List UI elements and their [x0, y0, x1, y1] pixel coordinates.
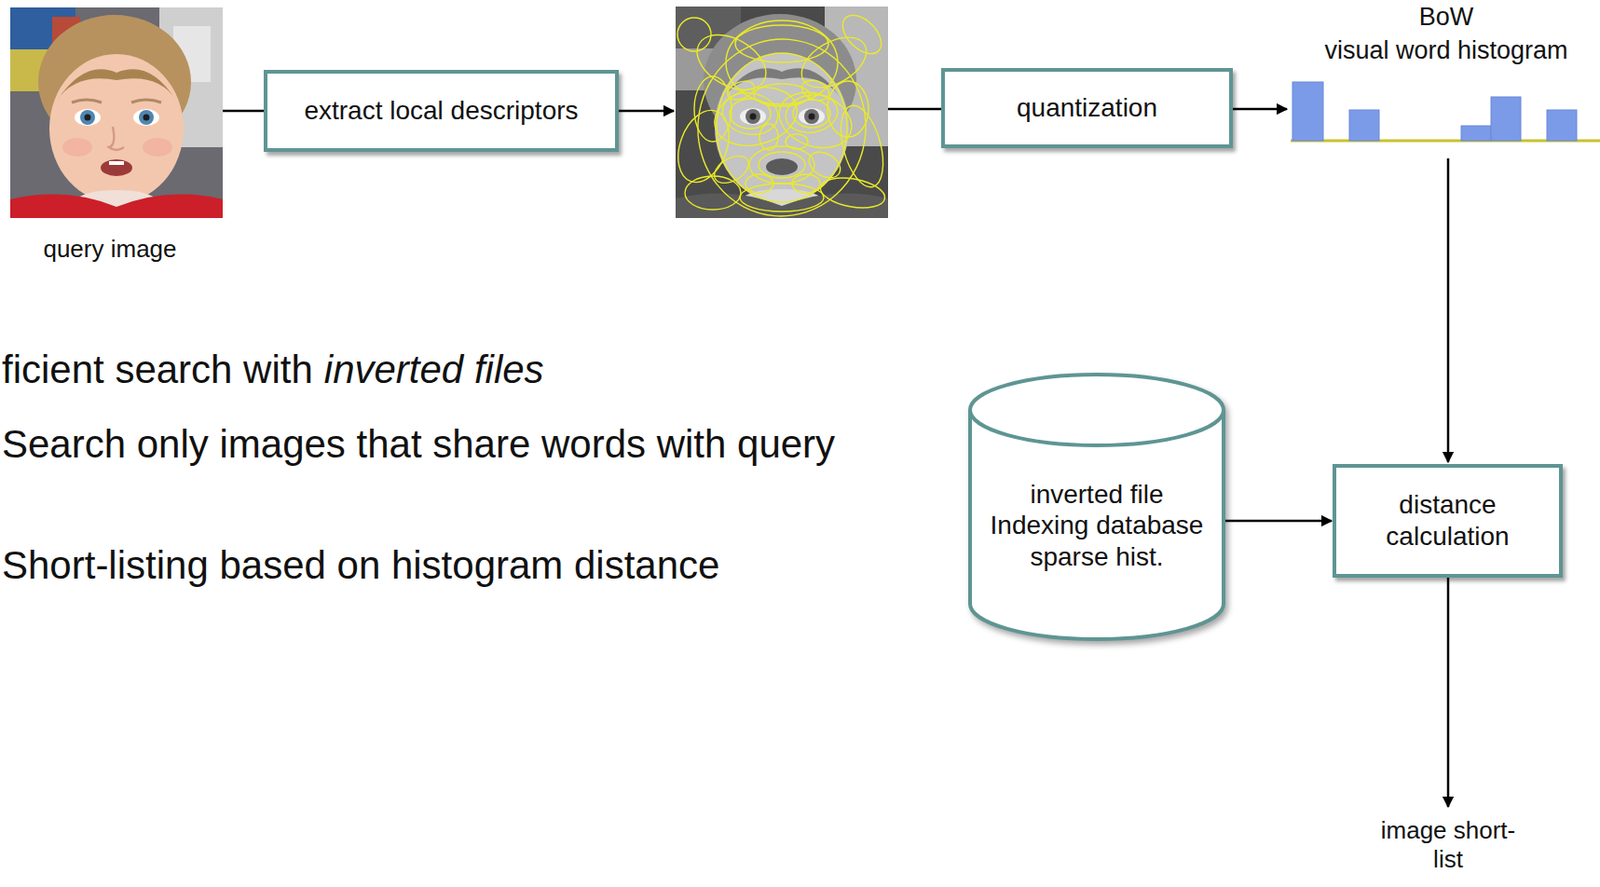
process-box: extract local descriptors	[263, 69, 619, 152]
slide-heading-emphasis: inverted files	[324, 344, 545, 397]
connector-arrow	[1225, 519, 1332, 523]
histogram-title: visual word histogram	[1292, 35, 1600, 66]
image-caption: query image	[16, 234, 204, 264]
flow-arrow	[1232, 108, 1287, 111]
query-photo	[10, 7, 223, 219]
node-text: extract local descriptors	[303, 95, 578, 127]
flow-arrow	[618, 109, 674, 113]
flow-arrow	[1447, 577, 1450, 807]
bullet-text: Short-listing based on histogram distanc…	[1, 540, 841, 592]
flow-line	[222, 109, 264, 113]
region-ellipses	[675, 8, 889, 219]
node-text: inverted file Indexing database sparse h…	[979, 478, 1215, 574]
output-label: image short-list	[1373, 816, 1523, 875]
histogram-title: BoW	[1292, 1, 1600, 32]
node-text: distance calculation	[1347, 489, 1548, 552]
database-cylinder: inverted file Indexing database sparse h…	[968, 372, 1226, 642]
bullet-text: Search only images that share words with…	[1, 419, 841, 471]
flow-arrow	[1447, 158, 1450, 463]
process-box: quantization	[941, 68, 1233, 149]
process-box: distance calculation	[1332, 464, 1563, 578]
histogram-bars	[1290, 82, 1600, 141]
cylinder-body	[970, 374, 1224, 640]
node-text: quantization	[1016, 92, 1158, 124]
slide-heading: ficient search with	[1, 344, 314, 397]
cylinder-rim	[970, 410, 1224, 446]
descriptor-photo	[675, 6, 889, 219]
flow-line	[888, 108, 942, 111]
